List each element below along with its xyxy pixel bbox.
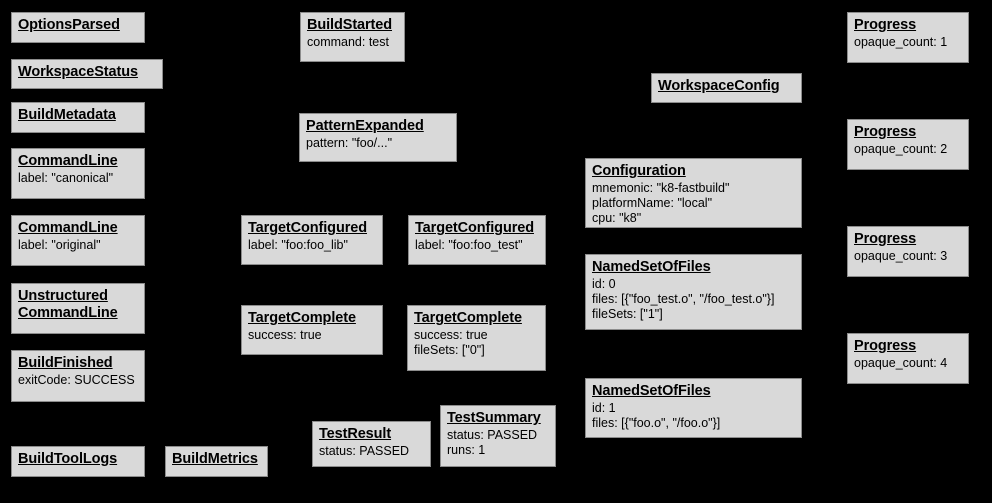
node-title: CommandLine — [18, 220, 118, 236]
node-title: BuildMetadata — [18, 107, 116, 123]
node-fields: status: PASSED runs: 1 — [447, 428, 538, 457]
node-title: WorkspaceStatus — [18, 64, 138, 80]
node-fields: opaque_count: 4 — [854, 356, 948, 370]
node-progress-3[interactable]: Progress opaque_count: 3 — [847, 226, 969, 277]
node-fields: mnemonic: "k8-fastbuild" platformName: "… — [592, 181, 730, 225]
node-title: BuildFinished — [18, 355, 113, 371]
node-title: PatternExpanded — [306, 118, 424, 134]
node-title: TargetComplete — [248, 310, 356, 326]
node-workspace-config[interactable]: WorkspaceConfig — [651, 73, 802, 103]
node-build-metrics[interactable]: BuildMetrics — [165, 446, 268, 477]
node-target-complete-foo-lib[interactable]: TargetComplete success: true — [241, 305, 383, 355]
node-title: BuildToolLogs — [18, 451, 118, 467]
node-progress-4[interactable]: Progress opaque_count: 4 — [847, 333, 969, 384]
node-target-configured-foo-test[interactable]: TargetConfigured label: "foo:foo_test" — [408, 215, 546, 265]
node-title: CommandLine — [18, 153, 118, 169]
node-fields: label: "foo:foo_test" — [415, 238, 523, 252]
node-workspace-status[interactable]: WorkspaceStatus — [11, 59, 163, 89]
node-title: TargetConfigured — [415, 220, 534, 236]
node-title: Progress — [854, 231, 917, 247]
node-fields: status: PASSED — [319, 444, 410, 458]
node-title: Progress — [854, 124, 917, 140]
node-fields: opaque_count: 2 — [854, 142, 948, 156]
node-title: Unstructured CommandLine — [18, 288, 118, 321]
node-fields: id: 0 files: [{"foo_test.o", "/foo_test.… — [592, 277, 775, 321]
node-test-summary[interactable]: TestSummary status: PASSED runs: 1 — [440, 405, 556, 467]
node-command-line-canonical[interactable]: CommandLine label: "canonical" — [11, 148, 145, 199]
node-title: Progress — [854, 338, 917, 354]
node-title: TestResult — [319, 426, 392, 442]
node-fields: command: test — [307, 35, 389, 49]
node-title: TestSummary — [447, 410, 541, 426]
node-fields: id: 1 files: [{"foo.o", "/foo.o"}] — [592, 401, 721, 430]
node-title: TargetComplete — [414, 310, 522, 326]
node-title: NamedSetOfFiles — [592, 383, 711, 399]
node-fields: opaque_count: 3 — [854, 249, 948, 263]
node-unstructured-command-line[interactable]: Unstructured CommandLine — [11, 283, 145, 334]
node-build-finished[interactable]: BuildFinished exitCode: SUCCESS — [11, 350, 145, 402]
node-fields: exitCode: SUCCESS — [18, 373, 135, 387]
node-title: Configuration — [592, 163, 686, 179]
node-target-configured-foo-lib[interactable]: TargetConfigured label: "foo:foo_lib" — [241, 215, 383, 265]
node-title: BuildMetrics — [172, 451, 258, 467]
node-build-started[interactable]: BuildStarted command: test — [300, 12, 405, 62]
node-title: OptionsParsed — [18, 17, 120, 33]
node-fields: pattern: "foo/..." — [306, 136, 393, 150]
node-target-complete-foo-test[interactable]: TargetComplete success: true fileSets: ["… — [407, 305, 546, 371]
node-progress-2[interactable]: Progress opaque_count: 2 — [847, 119, 969, 170]
node-title: WorkspaceConfig — [658, 78, 780, 94]
node-pattern-expanded[interactable]: PatternExpanded pattern: "foo/..." — [299, 113, 457, 162]
node-title: NamedSetOfFiles — [592, 259, 711, 275]
node-title: BuildStarted — [307, 17, 393, 33]
node-build-tool-logs[interactable]: BuildToolLogs — [11, 446, 145, 477]
node-fields: label: "original" — [18, 238, 101, 252]
node-build-metadata[interactable]: BuildMetadata — [11, 102, 145, 133]
node-title: Progress — [854, 17, 917, 33]
node-configuration[interactable]: Configuration mnemonic: "k8-fastbuild" pl… — [585, 158, 802, 228]
node-named-set-of-files-1[interactable]: NamedSetOfFiles id: 1 files: [{"foo.o", "… — [585, 378, 802, 438]
node-named-set-of-files-0[interactable]: NamedSetOfFiles id: 0 files: [{"foo_test.… — [585, 254, 802, 330]
node-fields: success: true — [248, 328, 322, 342]
node-fields: label: "canonical" — [18, 171, 114, 185]
node-options-parsed[interactable]: OptionsParsed — [11, 12, 145, 43]
node-progress-1[interactable]: Progress opaque_count: 1 — [847, 12, 969, 63]
node-title: TargetConfigured — [248, 220, 367, 236]
node-fields: opaque_count: 1 — [854, 35, 948, 49]
node-test-result[interactable]: TestResult status: PASSED — [312, 421, 431, 467]
node-fields: label: "foo:foo_lib" — [248, 238, 348, 252]
node-fields: success: true fileSets: ["0"] — [414, 328, 488, 357]
node-command-line-original[interactable]: CommandLine label: "original" — [11, 215, 145, 266]
